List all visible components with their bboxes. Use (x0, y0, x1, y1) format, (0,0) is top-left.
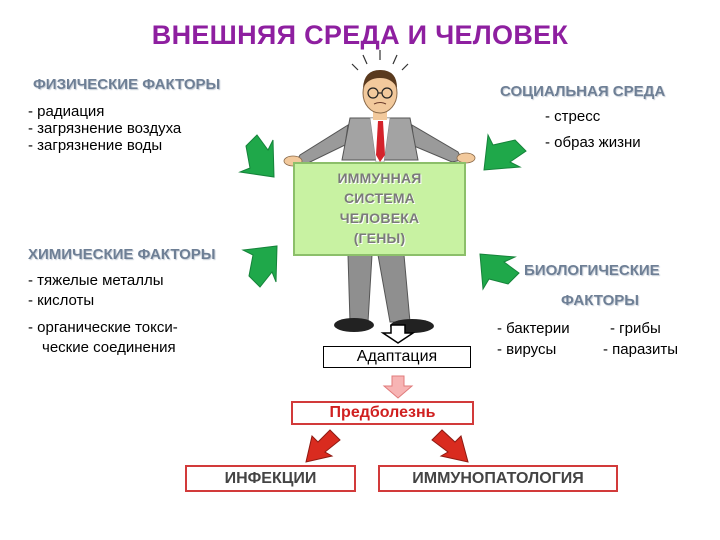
predisease-box: Предболезнь (291, 401, 474, 425)
physical-item: - загрязнение воды (28, 137, 163, 154)
stress-lines-icon (351, 50, 409, 71)
center-box-line: ЧЕЛОВЕКА (339, 210, 420, 226)
biological-item: - вирусы (497, 341, 557, 358)
center-box-line: СИСТЕМА (344, 190, 415, 206)
infections-box: ИНФЕКЦИИ (185, 465, 356, 492)
physical-factors-heading: ФИЗИЧЕСКИЕ ФАКТОРЫ (33, 76, 221, 93)
social-item: - образ жизни (545, 134, 641, 151)
social-item: - стресс (545, 108, 601, 125)
center-box-line: (ГЕНЫ) (353, 230, 406, 246)
biological-item: - грибы (610, 320, 661, 337)
adaptation-box: Адаптация (323, 346, 471, 368)
biological-item: - паразиты (603, 341, 679, 358)
chemical-item: - органические токси- (28, 319, 178, 336)
immune-system-box: ИММУННАЯ СИСТЕМА ЧЕЛОВЕКА (ГЕНЫ) (293, 162, 466, 256)
biological-item: - бактерии (497, 320, 570, 337)
chemical-item: - тяжелые металлы (28, 272, 164, 289)
businessman-figure (283, 70, 476, 333)
down-arrow-icon (380, 324, 416, 344)
physical-item: - радиация (28, 103, 105, 120)
physical-item: - загрязнение воздуха (28, 120, 182, 137)
chemical-item: ческие соединения (42, 339, 176, 356)
center-box-line: ИММУННАЯ (337, 170, 422, 186)
red-arrow-icon (305, 429, 341, 463)
green-arrow-icon (479, 253, 520, 291)
immunopathology-box: ИММУНОПАТОЛОГИЯ (378, 465, 618, 492)
page-title: ВНЕШНЯЯ СРЕДА И ЧЕЛОВЕК (151, 20, 569, 50)
biological-factors-heading: ФАКТОРЫ (561, 292, 639, 309)
social-environment-heading: СОЦИАЛЬНАЯ СРЕДА (500, 83, 666, 100)
green-arrow-icon (241, 245, 278, 288)
chemical-item: - кислоты (28, 292, 95, 309)
biological-factors-heading: БИОЛОГИЧЕСКИЕ (524, 262, 660, 279)
green-arrow-icon (483, 133, 527, 171)
down-arrow-icon (382, 375, 414, 399)
red-arrow-icon (431, 429, 469, 463)
chemical-factors-heading: ХИМИЧЕСКИЕ ФАКТОРЫ (28, 246, 216, 263)
green-arrow-icon (238, 134, 275, 178)
